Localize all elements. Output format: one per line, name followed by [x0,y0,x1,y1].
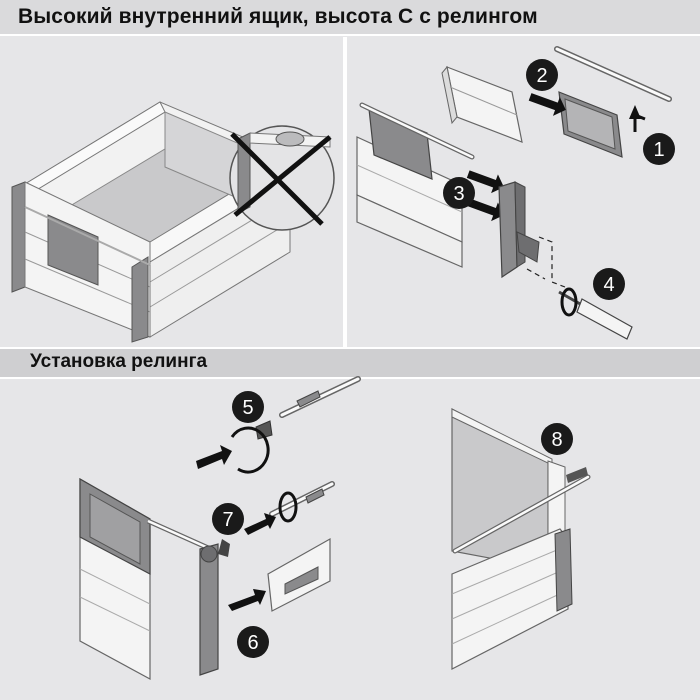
svg-text:6: 6 [247,632,258,654]
step-badge-1: 1 [643,133,675,165]
push-arrow-icon [528,93,566,116]
svg-text:7: 7 [222,509,233,531]
svg-text:4: 4 [603,274,614,296]
drawer-overview-illustration [11,101,335,343]
rail-installation-panel: 5 6 7 8 [0,376,700,700]
page-title: Высокий внутренний ящик, высота С с рели… [18,5,538,28]
step-badge-2: 2 [526,59,558,91]
step-badge-6: 6 [237,626,269,658]
drawer-overview-panel [0,37,343,347]
panel-divider [343,37,347,347]
header-bar: Высокий внутренний ящик, высота С с рели… [0,0,700,36]
step-badge-3: 3 [443,177,475,209]
svg-text:2: 2 [536,65,547,87]
rotate-arrow-icon [230,426,270,474]
step-badge-5: 5 [232,391,264,423]
step-badge-4: 4 [593,268,625,300]
assembly-steps-panel: 1 2 3 4 [347,37,700,347]
svg-text:3: 3 [453,183,464,205]
step-badge-7: 7 [212,503,244,535]
rail-installation-illustration: 5 6 7 8 [79,376,591,681]
svg-text:5: 5 [242,397,253,419]
assembly-illustration: 1 2 3 4 [356,46,675,340]
svg-text:8: 8 [551,429,562,451]
section-header: Установка релинга [0,347,700,379]
section-title: Установка релинга [30,351,208,372]
step-badge-8: 8 [541,423,573,455]
screwdriver-icon [558,287,633,340]
svg-text:1: 1 [653,139,664,161]
prohibited-cross-icon [233,135,332,217]
